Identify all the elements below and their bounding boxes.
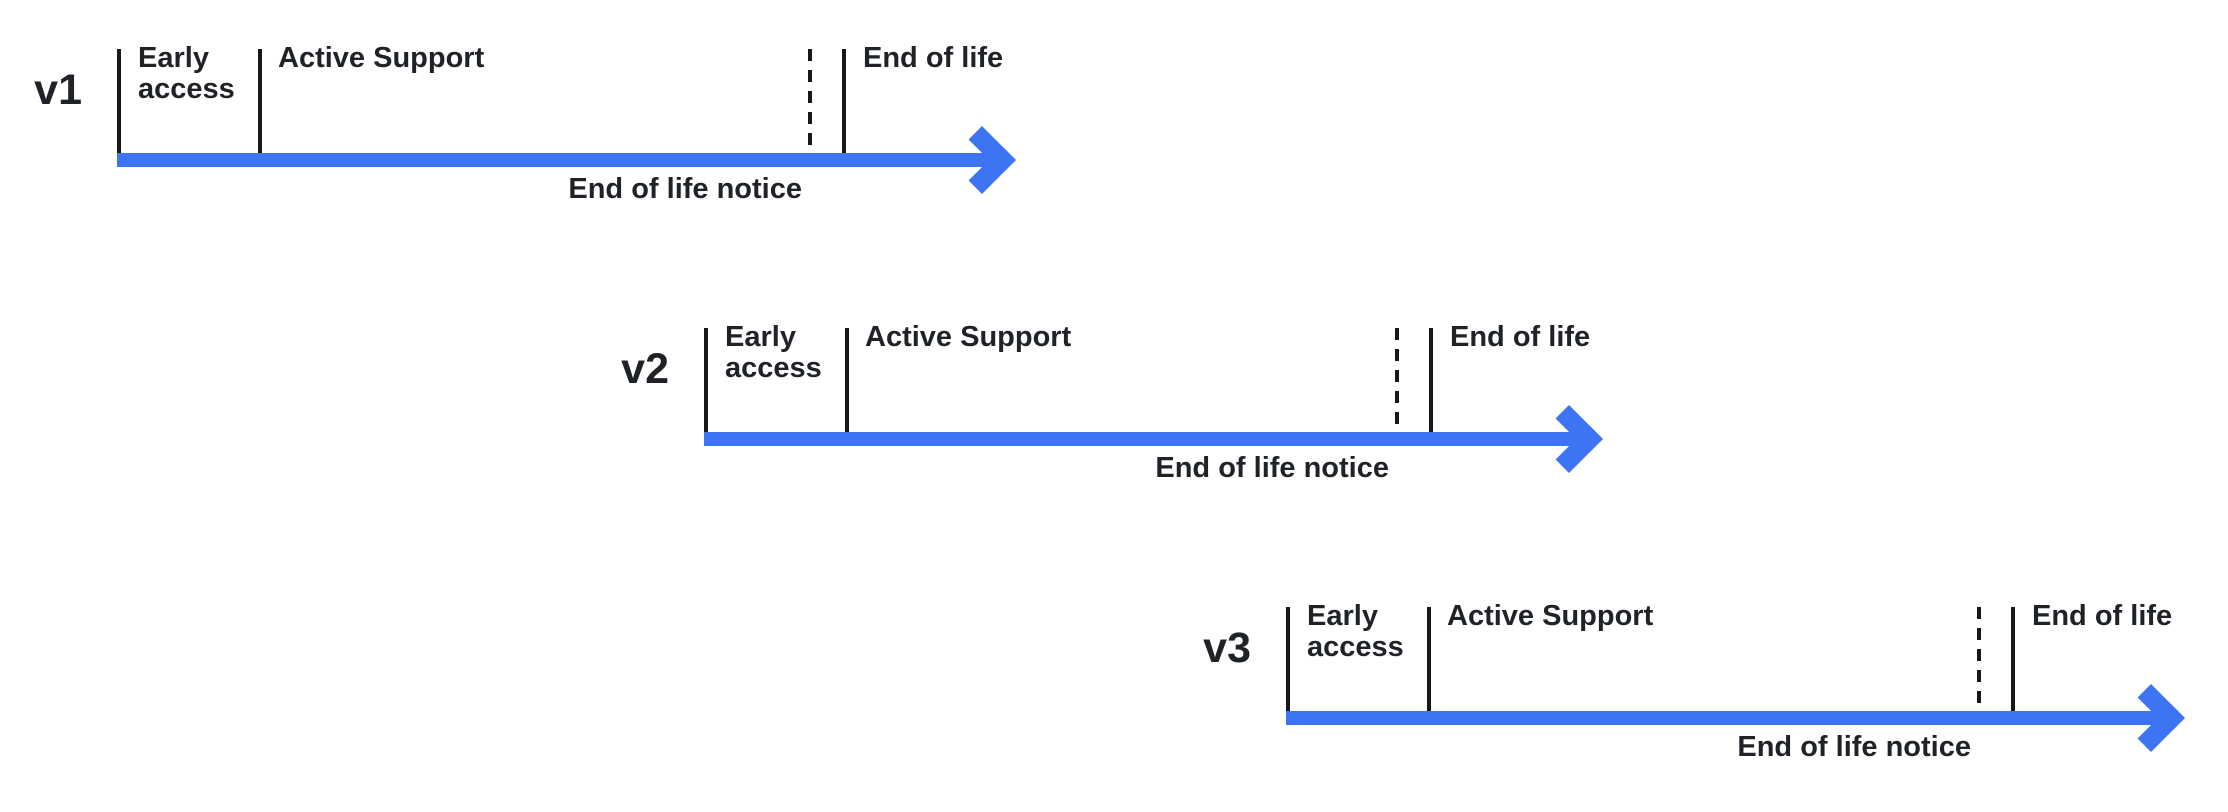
end-of-life-label: End of life bbox=[863, 42, 1004, 74]
version-label: v2 bbox=[621, 345, 669, 393]
active-support-label: Active Support bbox=[278, 42, 485, 74]
active-support-tick bbox=[258, 49, 262, 153]
early-access-tick bbox=[1286, 607, 1290, 711]
end-of-life-notice-dashed-tick bbox=[1395, 328, 1399, 432]
timeline-arrow-head-icon bbox=[948, 126, 1016, 194]
early-access-label: Early access bbox=[725, 321, 822, 384]
timeline-arrow-head-icon bbox=[1535, 405, 1603, 473]
active-support-label: Active Support bbox=[865, 321, 1072, 353]
active-support-tick bbox=[845, 328, 849, 432]
end-of-life-label: End of life bbox=[2032, 600, 2173, 632]
early-access-tick bbox=[117, 49, 121, 153]
end-of-life-notice-label: End of life notice bbox=[1737, 731, 1971, 763]
early-access-tick bbox=[704, 328, 708, 432]
end-of-life-tick bbox=[842, 49, 846, 153]
early-access-label: Early access bbox=[138, 42, 235, 105]
timeline-arrow-head-icon bbox=[2117, 684, 2185, 752]
end-of-life-notice-dashed-tick bbox=[1977, 607, 1981, 711]
end-of-life-notice-dashed-tick bbox=[808, 49, 812, 153]
end-of-life-tick bbox=[2011, 607, 2015, 711]
early-access-label: Early access bbox=[1307, 600, 1404, 663]
timeline-arrow-bar bbox=[117, 153, 989, 167]
version-label: v3 bbox=[1203, 624, 1251, 672]
end-of-life-tick bbox=[1429, 328, 1433, 432]
end-of-life-notice-label: End of life notice bbox=[568, 173, 802, 205]
active-support-label: Active Support bbox=[1447, 600, 1654, 632]
active-support-tick bbox=[1427, 607, 1431, 711]
timeline-arrow-bar bbox=[704, 432, 1576, 446]
timeline-arrow-bar bbox=[1286, 711, 2158, 725]
end-of-life-label: End of life bbox=[1450, 321, 1591, 353]
end-of-life-notice-label: End of life notice bbox=[1155, 452, 1389, 484]
version-label: v1 bbox=[34, 66, 82, 114]
